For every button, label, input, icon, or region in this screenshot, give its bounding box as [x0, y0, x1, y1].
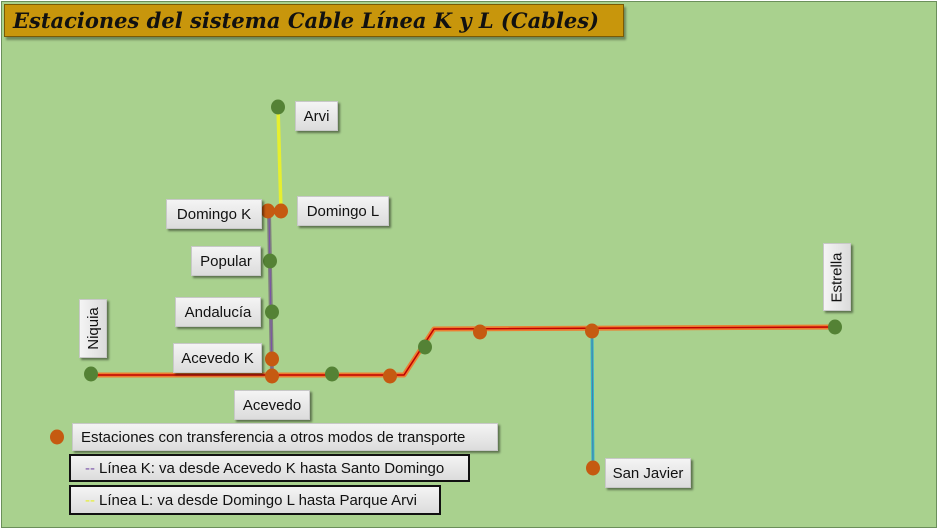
- legend-line-k: -- Línea K: va desde Acevedo K hasta San…: [69, 454, 470, 482]
- label-estrella: Estrella: [823, 243, 851, 311]
- label-domingo-k-text: Domingo K: [176, 205, 252, 223]
- label-acevedo-k: Acevedo K: [173, 343, 262, 373]
- station-metro-2[interactable]: [383, 368, 397, 384]
- legend-transfer-text: Estaciones con transferencia a otros mod…: [81, 428, 466, 446]
- label-popular-text: Popular: [200, 252, 252, 270]
- station-popular[interactable]: [263, 253, 277, 269]
- station-acevedo[interactable]: [265, 368, 279, 384]
- station-metro-3[interactable]: [418, 339, 432, 355]
- station-estrella[interactable]: [828, 319, 842, 335]
- san-javier-line-core: [591, 330, 594, 469]
- label-niquia-text: Niquia: [84, 307, 102, 350]
- label-acevedo: Acevedo: [234, 390, 310, 420]
- label-acevedo-text: Acevedo: [242, 396, 302, 414]
- station-metro-1[interactable]: [325, 366, 339, 382]
- station-domingo-k[interactable]: [261, 203, 275, 219]
- legend-line-l-swatch: --: [85, 491, 95, 509]
- legend-line-l: -- Línea L: va desde Domingo L hasta Par…: [69, 485, 441, 515]
- station-niquia[interactable]: [84, 366, 98, 382]
- label-popular: Popular: [191, 246, 261, 276]
- label-domingo-k: Domingo K: [166, 199, 262, 229]
- label-estrella-text: Estrella: [828, 251, 846, 303]
- label-domingo-l-text: Domingo L: [306, 202, 380, 220]
- station-andalucia[interactable]: [265, 304, 279, 320]
- legend-line-k-text: Línea K: va desde Acevedo K hasta Santo …: [99, 459, 445, 477]
- line-l: [276, 106, 283, 212]
- station-domingo-l[interactable]: [274, 203, 288, 219]
- line-k-core: [268, 210, 273, 376]
- label-domingo-l: Domingo L: [297, 196, 389, 226]
- station-metro-4[interactable]: [473, 324, 487, 340]
- legend-transfer-icon: [50, 429, 64, 445]
- legend-line-l-text: Línea L: va desde Domingo L hasta Parque…: [99, 491, 417, 509]
- station-metro-5[interactable]: [585, 323, 599, 339]
- station-san-javier[interactable]: [586, 460, 600, 476]
- label-niquia: Niquia: [79, 299, 107, 358]
- label-san-javier: San Javier: [605, 458, 691, 488]
- label-arvi-text: Arvi: [303, 107, 330, 125]
- label-andalucia-text: Andalucía: [184, 303, 252, 321]
- legend-line-k-swatch: --: [85, 459, 95, 477]
- label-arvi: Arvi: [295, 101, 338, 131]
- label-acevedo-k-text: Acevedo K: [181, 349, 254, 367]
- title-banner: Estaciones del sistema Cable Línea K y L…: [4, 4, 624, 37]
- label-andalucia: Andalucía: [175, 297, 261, 327]
- station-acevedo-k[interactable]: [265, 351, 279, 367]
- metro-line-core: [91, 326, 837, 376]
- station-arvi[interactable]: [271, 99, 285, 115]
- legend-transfer: Estaciones con transferencia a otros mod…: [72, 423, 498, 451]
- label-san-javier-text: San Javier: [612, 464, 684, 482]
- diagram-title: Estaciones del sistema Cable Línea K y L…: [13, 8, 599, 33]
